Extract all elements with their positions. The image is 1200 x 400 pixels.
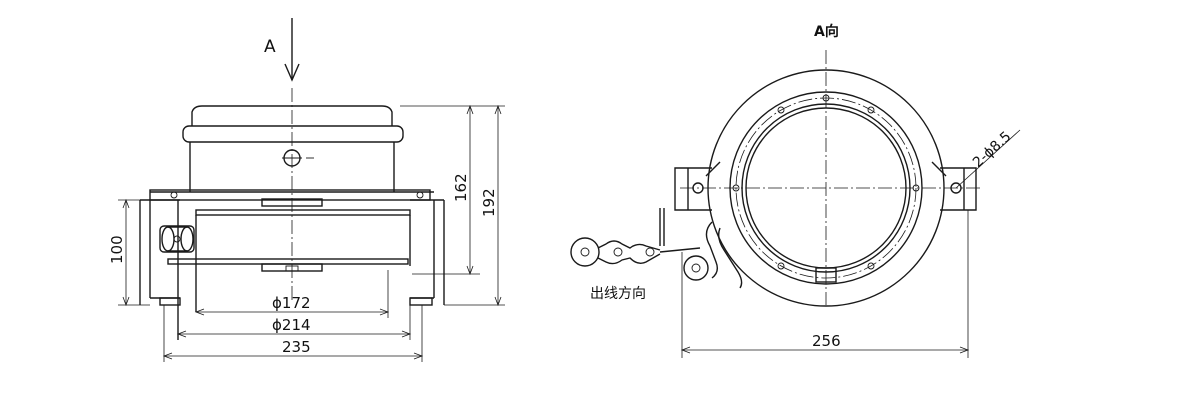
inner-plates: [167, 198, 411, 340]
dim-214-label: ϕ214: [272, 316, 311, 334]
dim-height-162: 162: [400, 104, 480, 276]
view-title: A向: [814, 23, 839, 40]
cable-pulley: [159, 225, 195, 253]
bracket-frame: [139, 189, 445, 306]
dim-100-label: 100: [108, 235, 126, 264]
ring-bolt-holes: [732, 94, 920, 270]
front-view: A: [108, 18, 505, 362]
cable-clamp: 出线方向: [570, 237, 701, 302]
view-arrow: A: [264, 18, 300, 82]
dim-172-label: ϕ172: [272, 294, 311, 312]
dim-dia-214: ϕ214: [176, 305, 412, 340]
dim-width-235: 235: [162, 305, 424, 362]
dim-height-192: 192: [444, 104, 505, 307]
mounting-ears: [674, 161, 977, 211]
side-view: A向: [570, 23, 1021, 358]
main-body: [150, 142, 434, 193]
view-arrow-label: A: [264, 37, 276, 57]
dim-width-256: 256: [680, 210, 970, 358]
hole-callout: 2-ϕ8.5: [955, 129, 1021, 189]
bottom-tab: [815, 267, 837, 283]
dim-235-label: 235: [282, 338, 311, 356]
tension-arm: [659, 208, 743, 289]
dim-height-100: 100: [108, 198, 150, 307]
hole-callout-label: 2-ϕ8.5: [970, 129, 1014, 171]
outlet-direction-label: 出线方向: [590, 286, 646, 302]
dim-162-label: 162: [452, 173, 470, 202]
dim-dia-172: ϕ172: [194, 270, 390, 318]
dim-192-label: 192: [480, 188, 498, 217]
top-cap: [182, 105, 404, 143]
dim-256-label: 256: [812, 332, 841, 350]
